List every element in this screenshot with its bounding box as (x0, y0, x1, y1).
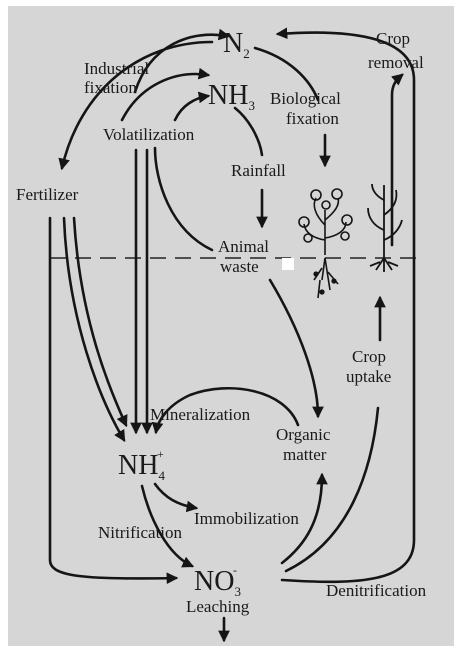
industrial-fixation-label-2: fixation (84, 78, 137, 97)
biological-fixation-label-2: fixation (286, 109, 339, 128)
crop-removal-label-2: removal (368, 53, 424, 72)
denitrification-label: Denitrification (326, 581, 427, 600)
crop-uptake-label-2: uptake (346, 367, 391, 386)
arrow-crop-removal (392, 75, 402, 245)
biological-fixation-label-1: Biological (270, 89, 341, 108)
fertilizer-label: Fertilizer (16, 185, 79, 204)
no3-label: NO3- (194, 563, 241, 599)
mineralization-label: Mineralization (150, 405, 251, 424)
organic-matter-label-1: Organic (276, 425, 331, 444)
animal-waste-label-1: Animal (218, 237, 269, 256)
legume-plant-icon (299, 189, 352, 298)
animal-waste-label-2: waste (220, 257, 259, 276)
arrow-volatilization-inner (175, 96, 208, 120)
arrow-fertilizer-nh4-a (64, 218, 124, 440)
volatilization-label: Volatilization (103, 125, 195, 144)
arrow-nh3-down (235, 108, 262, 155)
cereal-plant-icon (368, 184, 402, 272)
organic-matter-label-2: matter (283, 445, 327, 464)
nh3-label: NH3 (208, 80, 255, 113)
arrow-waste-volatilization (155, 148, 212, 250)
leaching-label: Leaching (186, 597, 250, 616)
industrial-fixation-label-1: Industrial (84, 59, 149, 78)
arrow-immobilization (155, 484, 196, 508)
arrow-waste-to-organic (270, 280, 318, 416)
n2-label: N2 (223, 28, 250, 61)
white-patch (282, 258, 294, 270)
immobilization-label: Immobilization (194, 509, 299, 528)
nh4-label: NH4+ (118, 447, 165, 483)
rainfall-label: Rainfall (231, 161, 286, 180)
nitrification-label: Nitrification (98, 523, 183, 542)
crop-uptake-label-1: Crop (352, 347, 386, 366)
crop-removal-label-1: Crop (376, 29, 410, 48)
